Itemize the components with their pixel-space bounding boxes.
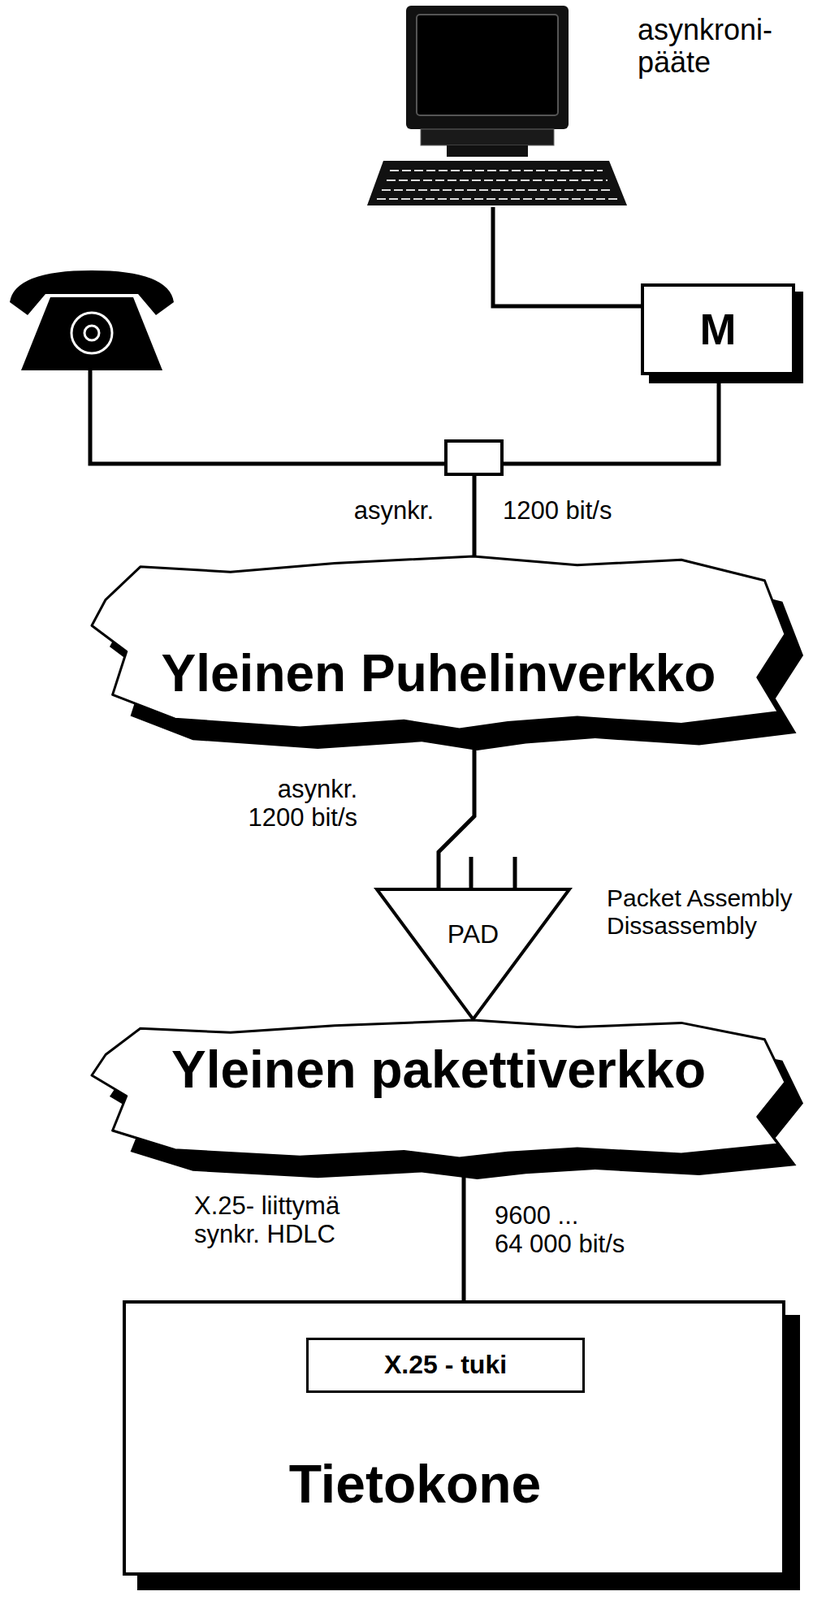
interface-spec: X.25- liittymä synkr. HDLC bbox=[194, 1192, 340, 1249]
pad-triangle: PADPacket Assembly Dissassembly bbox=[375, 887, 571, 1021]
shape-outline bbox=[375, 887, 571, 1021]
interface-box: X.25 - tuki bbox=[306, 1337, 585, 1393]
line-speed: 1200 bit/s bbox=[502, 497, 612, 526]
connector-line bbox=[474, 375, 719, 557]
telephone-icon bbox=[9, 270, 174, 371]
terminal-label: asynkroni- pääte bbox=[637, 13, 773, 80]
modem-box: M bbox=[640, 283, 796, 376]
line-speed: 9600 ... 64 000 bit/s bbox=[494, 1202, 625, 1259]
connector-line bbox=[492, 207, 641, 307]
computer-box: Tietokone X.25 - tuki bbox=[122, 1300, 786, 1576]
interface-label: X.25 - tuki bbox=[384, 1350, 507, 1380]
signal-mode: asynkr. bbox=[354, 497, 434, 526]
modem-label: M bbox=[700, 304, 737, 354]
network-name: Yleinen Puhelinverkko bbox=[161, 644, 717, 704]
line-spec: asynkr. 1200 bit/s bbox=[248, 775, 358, 832]
shape-outline bbox=[365, 4, 630, 208]
junction-box bbox=[445, 441, 502, 475]
phone-cord bbox=[90, 370, 446, 464]
pad-description: Packet Assembly Dissassembly bbox=[606, 884, 792, 939]
pad-input-lines bbox=[471, 856, 515, 891]
network-name: Yleinen pakettiverkko bbox=[171, 1041, 706, 1100]
terminal-node: asynkroni- pääte bbox=[365, 4, 630, 208]
network-cloud: Yleinen pakettiverkko bbox=[91, 1020, 786, 1159]
shape-outline bbox=[91, 556, 786, 730]
computer-label: Tietokone bbox=[289, 1454, 542, 1515]
network-cloud: Yleinen Puhelinverkko bbox=[91, 556, 786, 730]
pad-label: PAD bbox=[447, 920, 499, 950]
connector-line bbox=[438, 726, 475, 891]
